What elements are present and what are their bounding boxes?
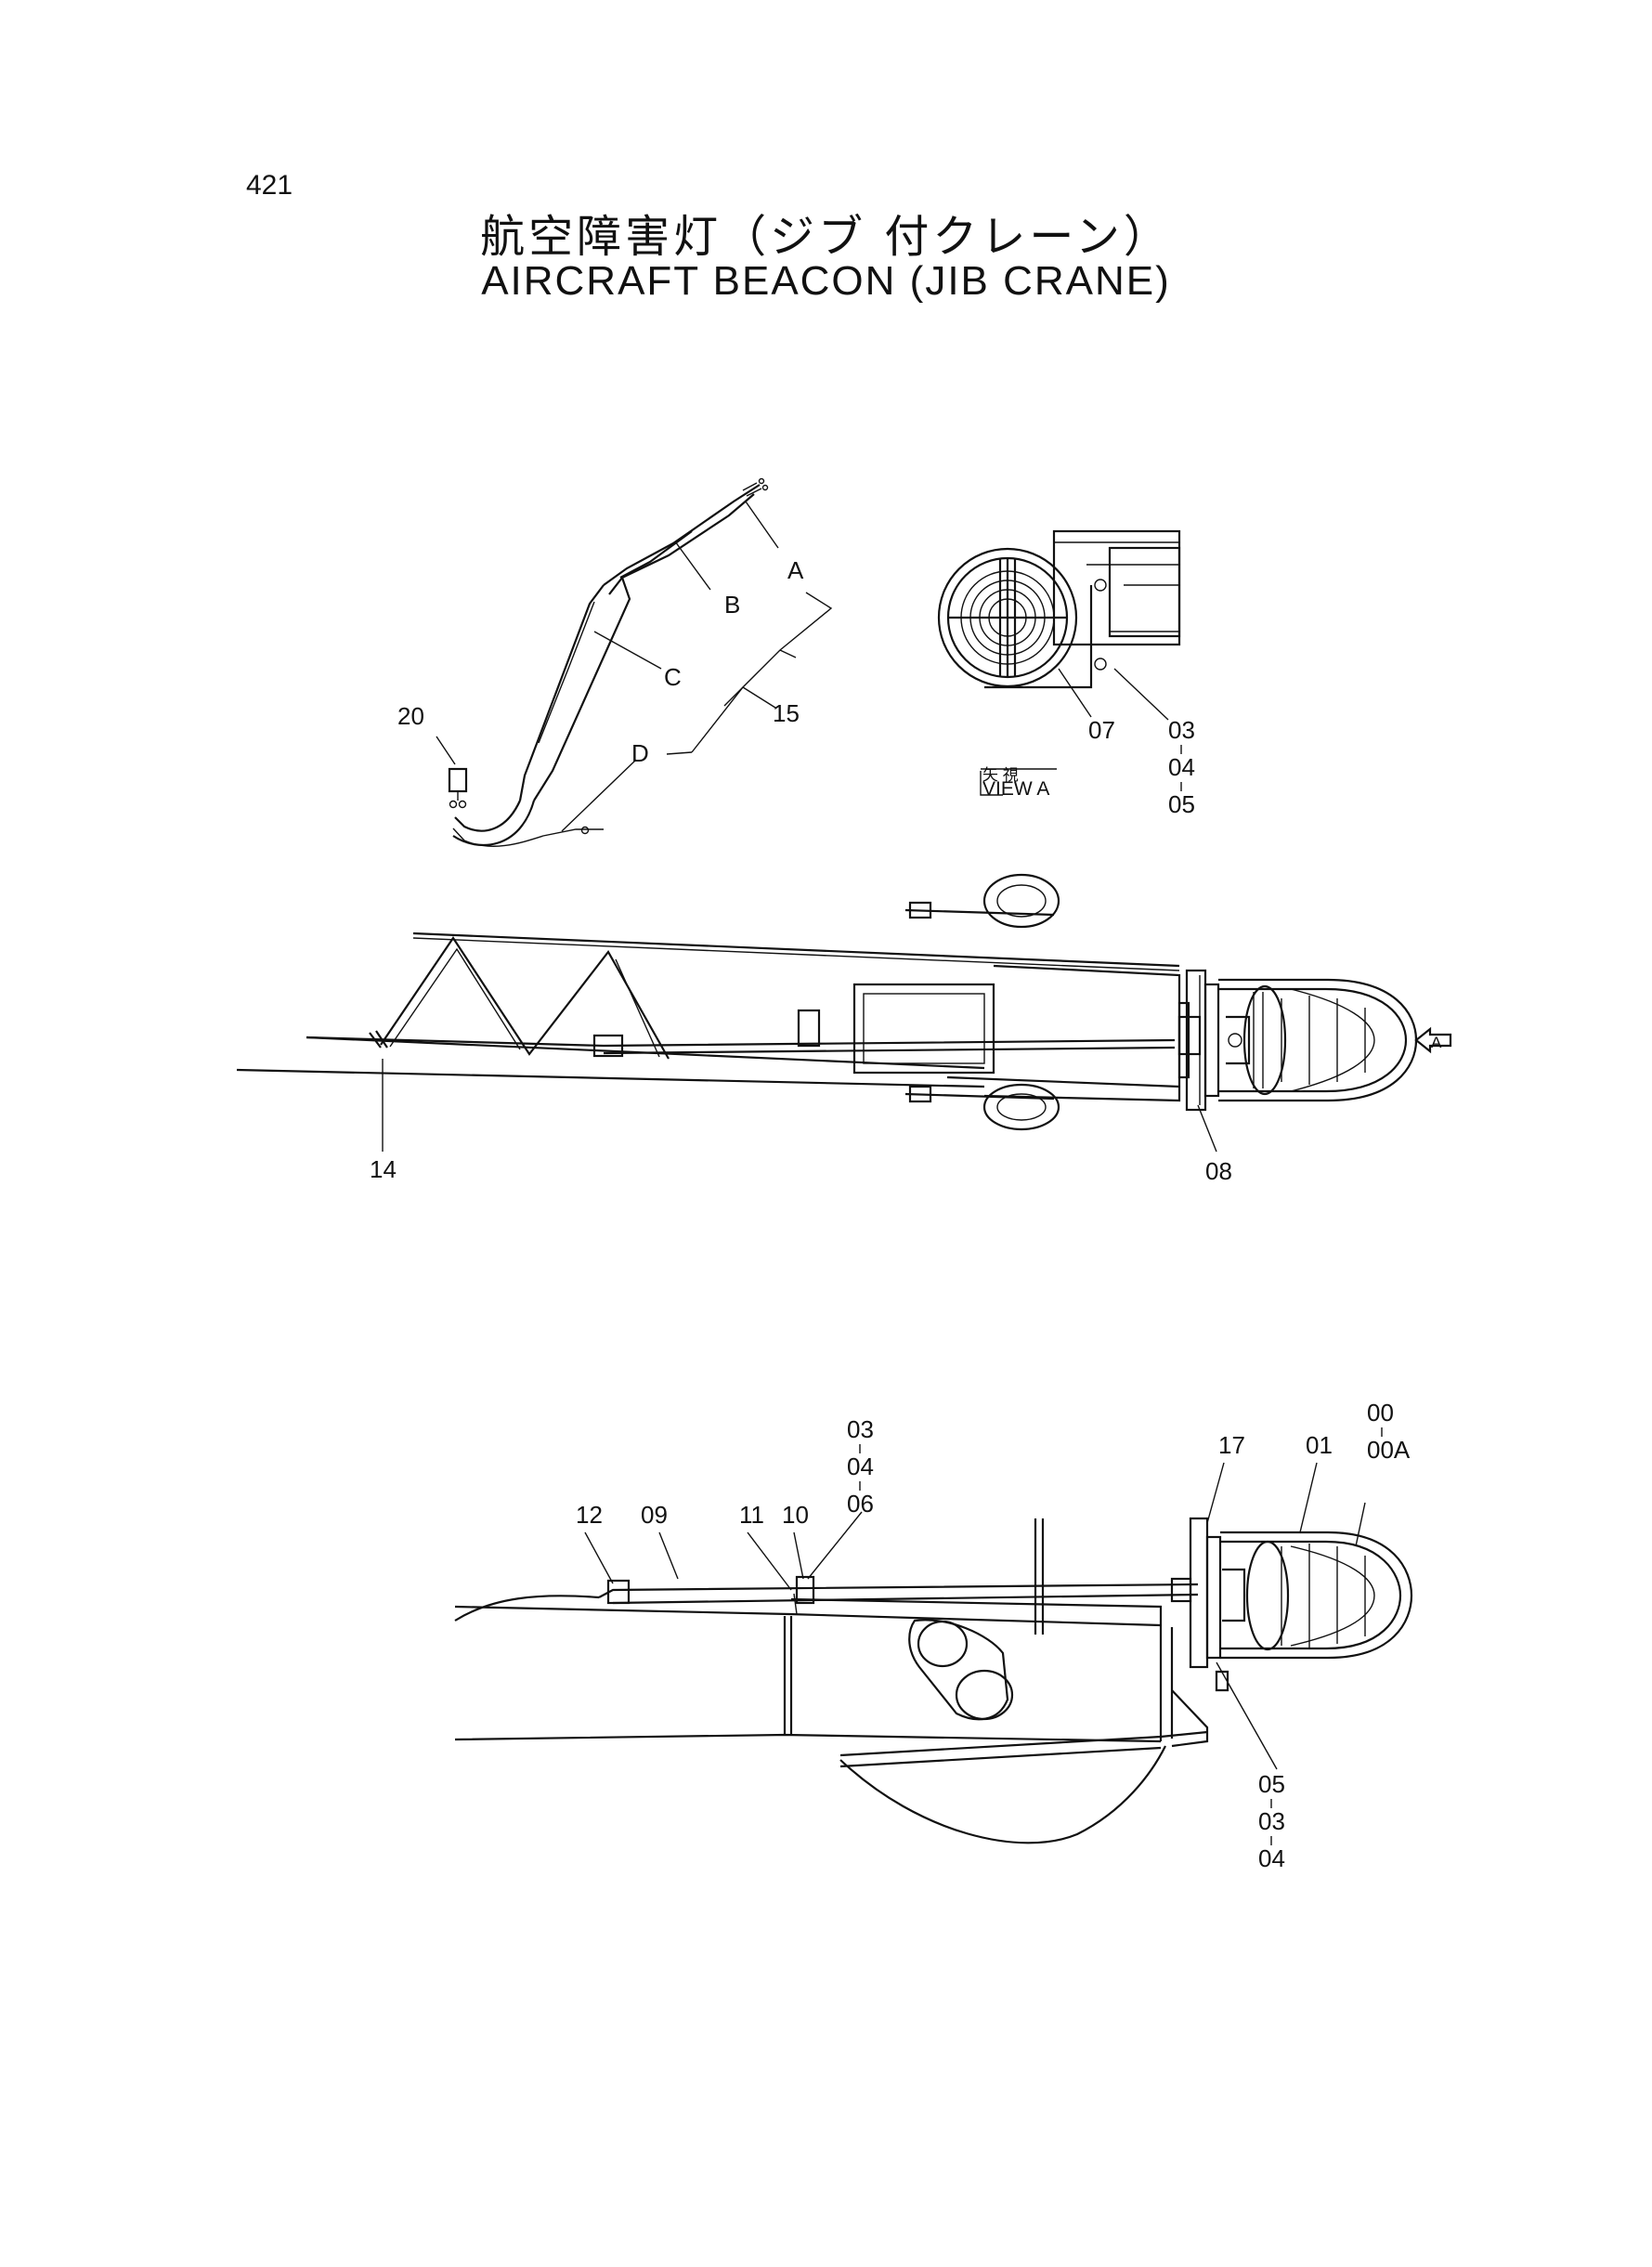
label-04-top: 04 <box>1168 753 1195 781</box>
cable-routing-diagram: A B C D 15 20 <box>397 477 833 847</box>
label-08: 08 <box>1205 1157 1232 1185</box>
label-10: 10 <box>782 1501 809 1529</box>
label-d: D <box>631 739 649 767</box>
label-07: 07 <box>1088 716 1115 744</box>
label-06: 06 <box>847 1490 874 1518</box>
title-english: AIRCRAFT BEACON (JIB CRANE) <box>481 258 1171 304</box>
arrow-a-label: A <box>1431 1034 1442 1051</box>
bottom-view-drawing: 12 09 11 10 03 04 06 17 01 00 00A 05 03 … <box>454 1399 1413 1872</box>
label-04-mid: 04 <box>847 1453 874 1480</box>
page-number: 421 <box>246 170 293 201</box>
label-17: 17 <box>1218 1431 1245 1459</box>
label-04-bottom: 04 <box>1258 1844 1285 1872</box>
view-a-kanji: 矢 視 <box>982 766 1019 784</box>
label-03-top: 03 <box>1168 716 1195 744</box>
view-a-label-box: 矢 視 VIEW A <box>980 766 1057 800</box>
side-view-drawing: A 14 08 <box>236 873 1452 1185</box>
label-c: C <box>664 663 682 691</box>
label-a: A <box>787 556 804 584</box>
label-09: 09 <box>641 1501 668 1529</box>
view-a-text: VIEW A <box>982 778 1049 800</box>
label-11: 11 <box>739 1501 764 1529</box>
label-05-top: 05 <box>1168 790 1195 818</box>
label-b: B <box>724 591 740 619</box>
title-japanese: 航空障害灯（ジブ 付クレーン） <box>480 211 1172 263</box>
label-03-bottom: 03 <box>1258 1807 1285 1835</box>
label-12: 12 <box>576 1501 603 1529</box>
label-05-bottom: 05 <box>1258 1770 1285 1798</box>
label-00: 00 <box>1367 1399 1394 1427</box>
label-01: 01 <box>1306 1431 1333 1459</box>
label-00a: 00A <box>1367 1436 1411 1464</box>
label-14: 14 <box>370 1155 397 1183</box>
label-15: 15 <box>773 699 800 727</box>
label-03-mid: 03 <box>847 1415 874 1443</box>
view-a-drawing: 07 03 04 05 矢 視 VIEW A <box>937 529 1195 818</box>
label-20: 20 <box>397 702 424 730</box>
